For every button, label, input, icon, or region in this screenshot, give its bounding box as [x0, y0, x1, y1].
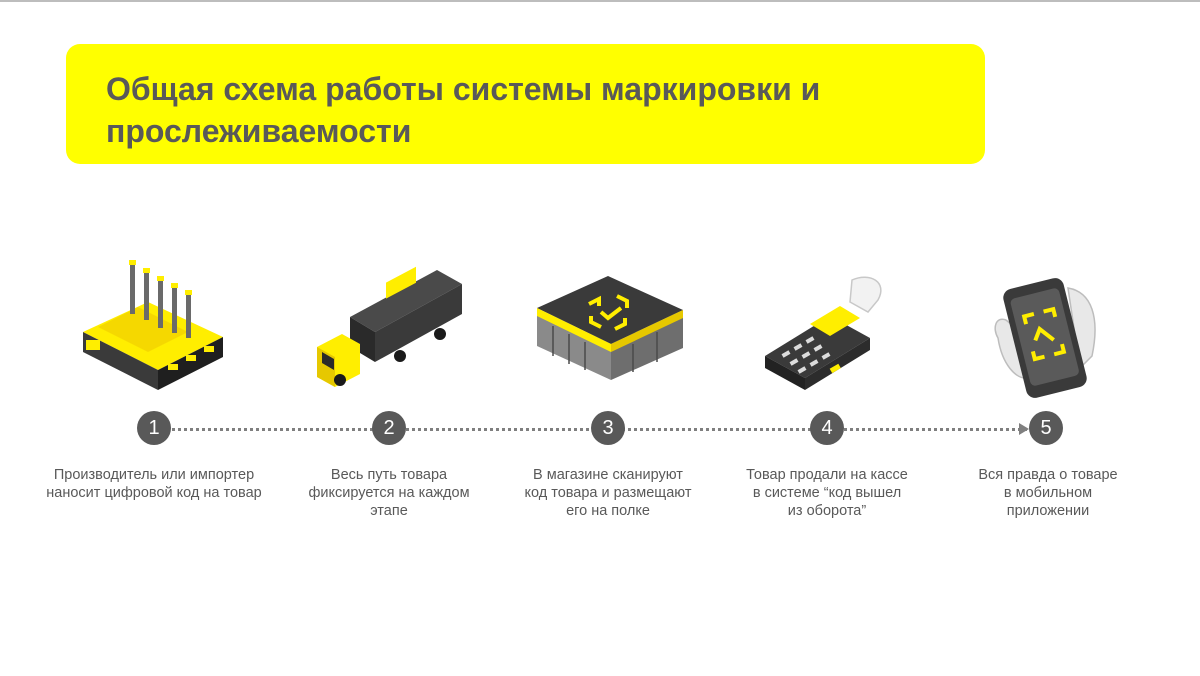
- store-icon: [533, 268, 689, 390]
- step-caption-2: Весь путь товара фиксируется на каждом э…: [308, 467, 470, 519]
- step-caption-4: Товар продали на кассе в системе “код вы…: [746, 467, 908, 519]
- page-title: Общая схема работы системы маркировки и …: [106, 71, 821, 149]
- step-number-4: 4: [810, 411, 844, 445]
- step-number-3: 3: [591, 411, 625, 445]
- step-caption-1: Производитель или импортер наносит цифро…: [46, 467, 262, 501]
- step-caption-5: Вся правда о товаре в мобильном приложен…: [978, 467, 1118, 519]
- smartphone-icon: [988, 268, 1108, 398]
- step-caption-3: В магазине сканируют код товара и размещ…: [524, 467, 692, 519]
- truck-icon: [312, 262, 468, 390]
- payment-terminal-icon: [760, 272, 900, 394]
- step-number-5: 5: [1029, 411, 1063, 445]
- step-number-1: 1: [137, 411, 171, 445]
- top-divider: [0, 0, 1200, 2]
- timeline-arrow-icon: [1019, 423, 1029, 435]
- step-number-2: 2: [372, 411, 406, 445]
- title-banner: Общая схема работы системы маркировки и …: [66, 44, 985, 164]
- factory-icon: [78, 252, 230, 394]
